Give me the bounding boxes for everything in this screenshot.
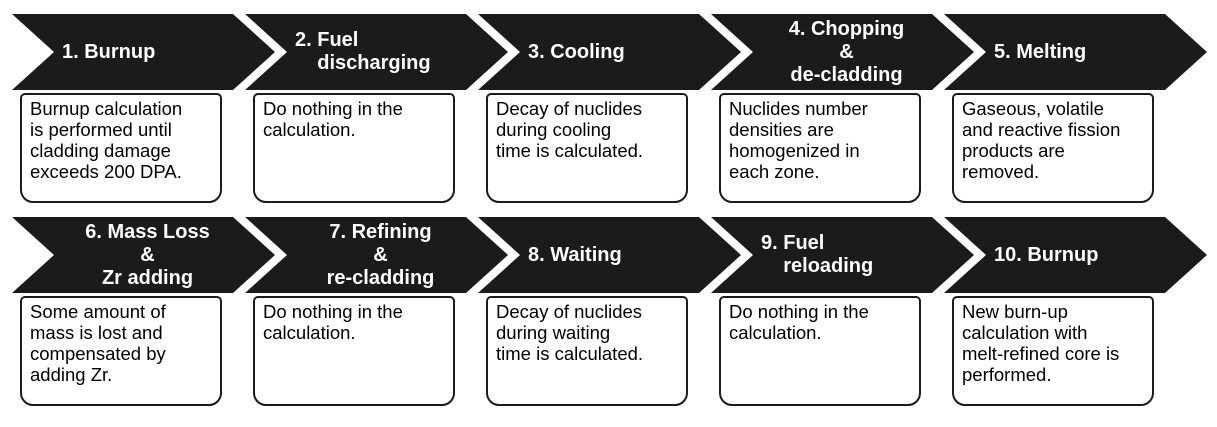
step-5-arrow: 5. Melting: [944, 14, 1207, 90]
step-8-title: 8. Waiting: [528, 243, 622, 266]
step-7-title: 7. Refining & re-cladding: [326, 220, 435, 289]
step-6-description: Some amount of mass is lost and compensa…: [30, 301, 166, 386]
step-1-title: 1. Burnup: [62, 40, 156, 63]
step-7-arrow: 7. Refining & re-cladding: [245, 217, 508, 293]
step-4-description-box: Nuclides number densities are homogenize…: [719, 93, 921, 203]
step-9-description-box: Do nothing in the calculation.: [719, 296, 921, 406]
step-5-title: 5. Melting: [994, 40, 1087, 63]
step-1-description-box: Burnup calculation is performed until cl…: [20, 93, 222, 203]
step-6-title: 6. Mass Loss & Zr adding: [85, 220, 210, 289]
arrow-band-2: 6. Mass Loss & Zr adding 7. Refining & r…: [0, 217, 1217, 293]
step-8-description-box: Decay of nuclides during waiting time is…: [486, 296, 688, 406]
step-7-description: Do nothing in the calculation.: [263, 301, 403, 344]
step-4-title: 4. Chopping & de-cladding: [788, 17, 905, 86]
step-5-description: Gaseous, volatile and reactive fission p…: [962, 98, 1121, 183]
step-6-arrow: 6. Mass Loss & Zr adding: [12, 217, 275, 293]
step-2-description: Do nothing in the calculation.: [263, 98, 403, 141]
step-5-description-box: Gaseous, volatile and reactive fission p…: [952, 93, 1154, 203]
step-7-description-box: Do nothing in the calculation.: [253, 296, 455, 406]
step-3-description-box: Decay of nuclides during cooling time is…: [486, 93, 688, 203]
step-6-description-box: Some amount of mass is lost and compensa…: [20, 296, 222, 406]
step-3-arrow: 3. Cooling: [478, 14, 741, 90]
step-3-title: 3. Cooling: [528, 40, 625, 63]
step-8-arrow: 8. Waiting: [478, 217, 741, 293]
step-1-description: Burnup calculation is performed until cl…: [30, 98, 183, 183]
step-4-arrow: 4. Chopping & de-cladding: [711, 14, 974, 90]
step-9-description: Do nothing in the calculation.: [729, 301, 869, 344]
step-10-arrow: 10. Burnup: [944, 217, 1207, 293]
step-2-description-box: Do nothing in the calculation.: [253, 93, 455, 203]
step-4-description: Nuclides number densities are homogenize…: [729, 98, 868, 183]
step-1-arrow: 1. Burnup: [12, 14, 275, 90]
step-8-description: Decay of nuclides during waiting time is…: [496, 301, 644, 365]
step-3-description: Decay of nuclides during cooling time is…: [496, 98, 644, 162]
description-row-1: Burnup calculation is performed until cl…: [0, 93, 1217, 203]
step-10-description-box: New burn-up calculation with melt-refine…: [952, 296, 1154, 406]
step-10-description: New burn-up calculation with melt-refine…: [962, 301, 1120, 386]
step-10-title: 10. Burnup: [994, 243, 1099, 266]
step-9-arrow: 9. Fuel reloading: [711, 217, 974, 293]
flow-row-1: 1. Burnup 2. Fuel discharging 3. Cooling…: [0, 14, 1217, 203]
step-9-title: 9. Fuel reloading: [761, 232, 874, 277]
step-2-title: 2. Fuel discharging: [295, 29, 431, 74]
flow-row-2: 6. Mass Loss & Zr adding 7. Refining & r…: [0, 217, 1217, 406]
step-2-arrow: 2. Fuel discharging: [245, 14, 508, 90]
arrow-band-1: 1. Burnup 2. Fuel discharging 3. Cooling…: [0, 14, 1217, 90]
description-row-2: Some amount of mass is lost and compensa…: [0, 296, 1217, 406]
